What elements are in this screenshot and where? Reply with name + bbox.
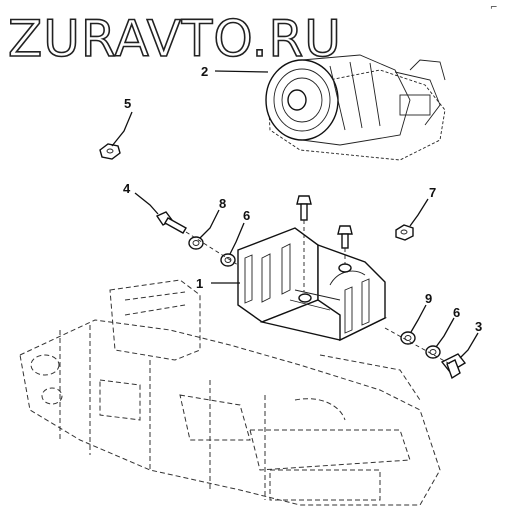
corner-mark: ⌐ — [490, 3, 498, 13]
callout-2: 2 — [201, 64, 208, 79]
bolt-4 — [155, 211, 187, 234]
callout-4: 4 — [123, 181, 131, 196]
washer-6-left — [220, 253, 236, 267]
callout-9: 9 — [425, 291, 432, 306]
callout-7: 7 — [429, 185, 436, 200]
bolt-3 — [440, 353, 467, 380]
washer-8 — [188, 236, 204, 250]
callout-8: 8 — [219, 196, 226, 211]
washer-6-right — [425, 345, 441, 359]
vertical-bolt-right — [337, 225, 353, 264]
mounting-bracket — [237, 227, 387, 342]
callout-5: 5 — [124, 96, 131, 111]
engine-block-outline — [19, 279, 441, 506]
nut-7 — [395, 224, 414, 241]
ac-compressor — [265, 54, 446, 161]
callout-6-right: 6 — [453, 305, 460, 320]
watermark-text: ZURAVTO.RU — [8, 10, 342, 68]
callout-3: 3 — [475, 319, 482, 334]
callout-6-left: 6 — [243, 208, 250, 223]
nut-5 — [99, 143, 121, 160]
leader-lines — [111, 70, 479, 359]
callout-1: 1 — [196, 276, 203, 291]
washer-9 — [400, 331, 416, 345]
vertical-bolt-left — [296, 195, 312, 292]
